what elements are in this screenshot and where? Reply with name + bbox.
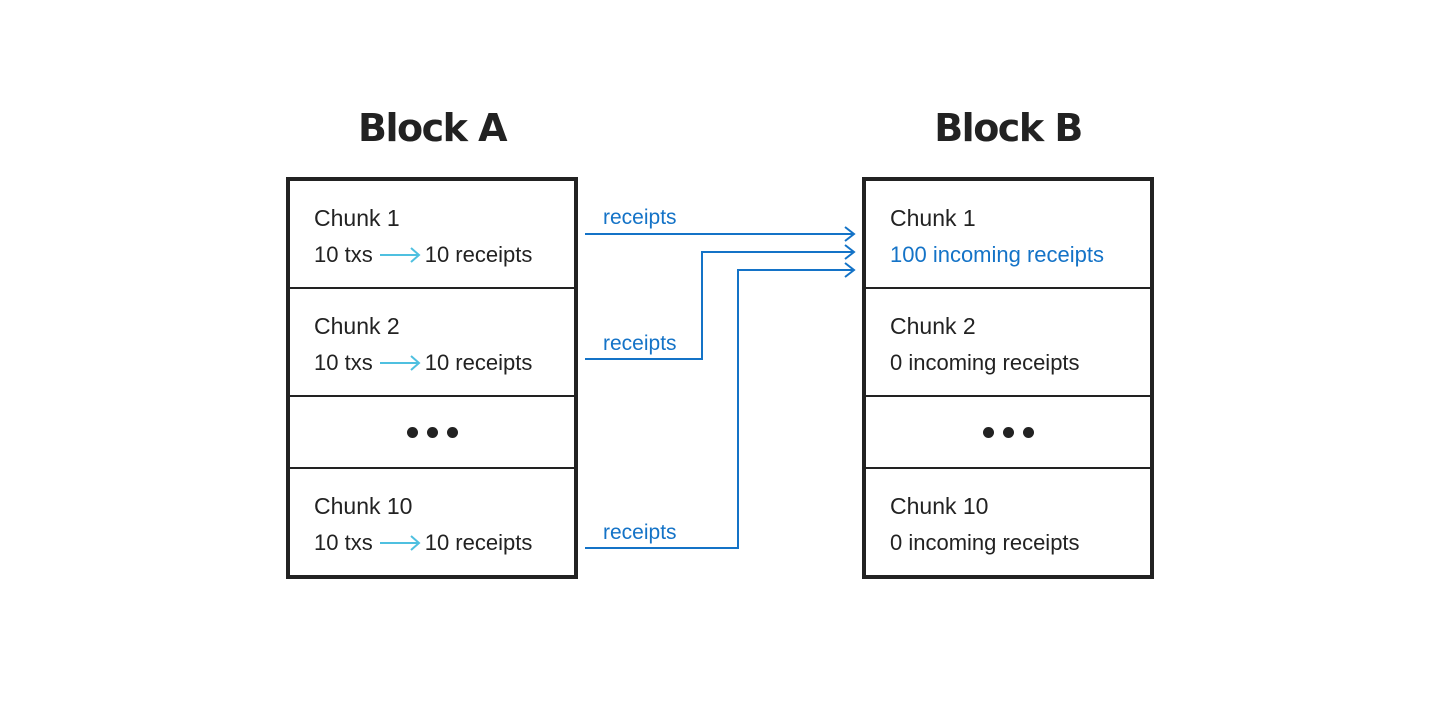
ellipsis-icon: [866, 397, 1150, 467]
block-b-chunk-10: Chunk 10 0 incoming receipts: [866, 469, 1150, 575]
txs-count: 10 txs: [314, 242, 373, 267]
receipts-label-3: receipts: [603, 521, 677, 544]
block-b-chunk-2: Chunk 2 0 incoming receipts: [866, 289, 1150, 397]
block-a-chunk-1: Chunk 1 10 txs 10 receipts: [290, 181, 574, 289]
txs-count: 10 txs: [314, 350, 373, 375]
ellipsis-icon: [290, 397, 574, 467]
chunk-tx-flow: 10 txs 10 receipts: [314, 242, 532, 268]
arrowhead-icon: [844, 262, 856, 278]
chunk-tx-flow: 10 txs 10 receipts: [314, 350, 532, 376]
receipts-count: 10 receipts: [424, 530, 533, 555]
chunk-name: Chunk 2: [314, 313, 400, 339]
receipts-count: 10 receipts: [424, 242, 533, 267]
block-b-ellipsis-row: [866, 397, 1150, 469]
block-b-chunk-1: Chunk 1 100 incoming receipts: [866, 181, 1150, 289]
block-a-title: Block A: [357, 106, 508, 150]
block-a-ellipsis-row: [290, 397, 574, 469]
arrow-right-icon: [379, 355, 421, 371]
arrowhead-icon: [844, 244, 856, 260]
incoming-receipts: 100 incoming receipts: [890, 242, 1105, 267]
connector-chunk10: [585, 269, 854, 549]
block-a: Chunk 1 10 txs 10 receipts Chunk 2 10 txs…: [286, 177, 578, 579]
receipts-label-1: receipts: [603, 206, 677, 229]
chunk-tx-flow: 10 txs 10 receipts: [314, 530, 532, 556]
arrowhead-icon: [844, 226, 856, 242]
incoming-receipts: 0 incoming receipts: [890, 530, 1080, 555]
block-b-title: Block B: [934, 106, 1083, 150]
chunk-name: Chunk 10: [314, 493, 413, 519]
receipts-label-2: receipts: [603, 332, 677, 355]
chunk-name: Chunk 10: [890, 493, 989, 519]
chunk-name: Chunk 1: [890, 205, 976, 231]
block-a-chunk-10: Chunk 10 10 txs 10 receipts: [290, 469, 574, 575]
block-b: Chunk 1 100 incoming receipts Chunk 2 0 …: [862, 177, 1154, 579]
block-a-chunk-2: Chunk 2 10 txs 10 receipts: [290, 289, 574, 397]
arrow-right-icon: [379, 535, 421, 551]
connector-chunk2: [585, 251, 854, 360]
chunk-name: Chunk 1: [314, 205, 400, 231]
txs-count: 10 txs: [314, 530, 373, 555]
arrow-right-icon: [379, 247, 421, 263]
incoming-receipts: 0 incoming receipts: [890, 350, 1080, 375]
chunk-name: Chunk 2: [890, 313, 976, 339]
receipts-count: 10 receipts: [424, 350, 533, 375]
